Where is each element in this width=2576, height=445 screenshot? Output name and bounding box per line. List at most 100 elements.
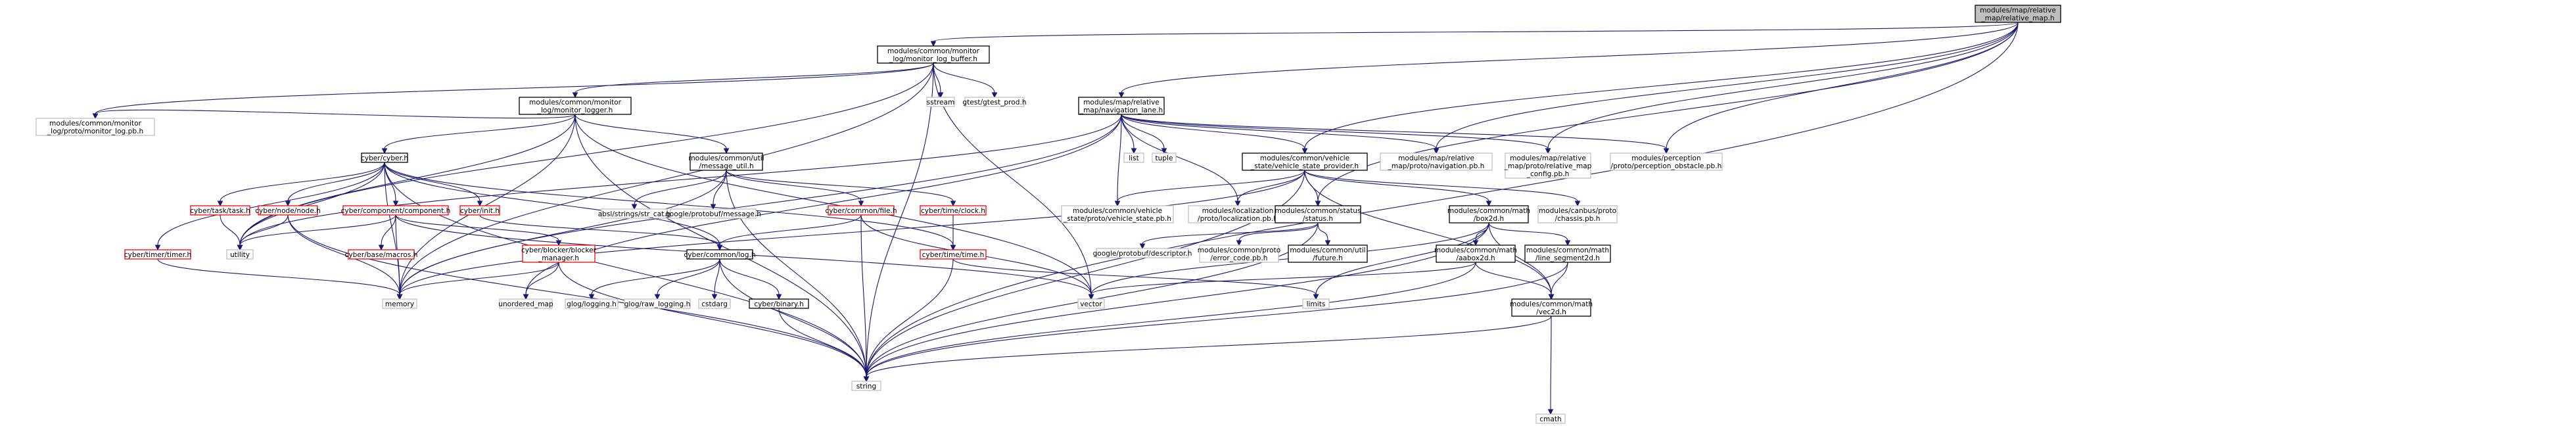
node-label: cyber/node/node.h	[255, 207, 321, 215]
edge-navigation_lane-to-relative_map_config_pb	[1121, 114, 1551, 154]
edge-message_util-to-str_cat	[631, 170, 727, 210]
edge-file_h-to-string	[860, 214, 870, 383]
edge-vehicle_state_provider-to-chassis_pb	[1304, 170, 1581, 207]
node-label: cyber/binary.h	[754, 300, 803, 308]
edge-navigation_lane-to-vehicle_state_provider	[1121, 114, 1308, 154]
node-label: sstream	[927, 99, 955, 106]
node-label: /chassis.pb.h	[1555, 215, 1601, 223]
node-perception_obstacle_pb: modules/perception/proto/perception_obst…	[1610, 152, 1723, 171]
node-label: google/protobuf/descriptor.h	[1093, 250, 1192, 258]
node-string: string	[851, 381, 881, 391]
node-vector: vector	[1077, 298, 1105, 309]
node-label: /proto/localization.pb.h	[1198, 215, 1278, 223]
edge-blocker_manager-to-string	[558, 262, 870, 383]
edge-vehicle_state_provider-to-vec2d	[1304, 170, 1555, 300]
node-label: /line_segment2d.h	[1535, 254, 1600, 262]
node-monitor_log_buffer[interactable]: modules/common/monitor_log/monitor_log_b…	[877, 45, 990, 64]
node-gtest_prod: gtest/gtest_prod.h	[962, 97, 1027, 107]
node-node_h[interactable]: cyber/node/node.h	[255, 205, 321, 216]
node-label: modules/common/proto	[1198, 246, 1280, 254]
edge-cyber_h-to-init_h	[384, 162, 483, 207]
node-box2d[interactable]: modules/common/math/box2d.h	[1447, 205, 1530, 223]
edge-status_h-to-error_code_pb	[1236, 222, 1319, 246]
node-label: tuple	[1155, 154, 1173, 162]
node-file_h[interactable]: cyber/common/file.h	[825, 205, 897, 216]
node-glog_logging: glog/logging.h	[565, 298, 619, 309]
edge-root-to-navigation_lane	[1118, 22, 2019, 99]
node-clock_h[interactable]: cyber/time/clock.h	[920, 205, 987, 216]
node-cyber_h[interactable]: cyber/cyber.h	[361, 152, 408, 163]
node-label: cyber/component/component.h	[341, 207, 451, 215]
edge-vec2d-to-string	[863, 316, 1552, 383]
node-component_h[interactable]: cyber/component/component.h	[341, 205, 451, 216]
node-label: cyber/cyber.h	[361, 154, 408, 162]
node-init_h[interactable]: cyber/init.h	[459, 205, 500, 216]
node-log_h[interactable]: cyber/common/log.h	[684, 249, 756, 260]
edge-blocker_manager-to-memory	[396, 262, 559, 300]
node-timer_h[interactable]: cyber/timer/timer.h	[124, 249, 192, 260]
edge-line_segment2d-to-vec2d	[1548, 262, 1568, 300]
edge-vehicle_state_provider-to-vehicle_state_pb	[1114, 170, 1305, 207]
node-vehicle_state_provider[interactable]: modules/common/vehicle_state/vehicle_sta…	[1242, 152, 1368, 171]
edge-navigation_lane-to-memory	[396, 114, 1122, 300]
node-label: cyber/common/file.h	[825, 207, 897, 215]
node-label: unordered_map	[498, 300, 553, 308]
node-monitor_logger[interactable]: modules/common/monitor_log/monitor_logge…	[519, 97, 632, 115]
node-label: modules/common/math	[1447, 207, 1530, 215]
edge-status_h-to-descriptor_h	[1139, 222, 1319, 250]
edge-binary_h-to-string	[778, 308, 870, 383]
edge-message_util-to-file_h	[726, 170, 864, 207]
node-label: _state/vehicle_state_provider.h	[1250, 162, 1359, 170]
node-chassis_pb: modules/canbus/proto/chassis.pb.h	[1537, 205, 1618, 223]
node-cmath: cmath	[1535, 413, 1566, 424]
node-localization_pb: modules/localization/proto/localization.…	[1188, 205, 1288, 223]
node-time_h[interactable]: cyber/time/time.h	[920, 249, 987, 260]
node-label: absl/strings/str_cat.h	[598, 210, 671, 218]
edge-line_segment2d-to-string	[863, 262, 1568, 383]
node-descriptor_h: google/protobuf/descriptor.h	[1093, 248, 1192, 258]
edge-blocker_manager-to-unordered_map	[523, 262, 559, 300]
node-vec2d[interactable]: modules/common/math/vec2d.h	[1510, 298, 1593, 317]
edge-monitor_log_buffer-to-monitor_logger	[572, 62, 934, 99]
edge-log_h-to-cstdarg	[711, 258, 720, 300]
node-label: /status.h	[1303, 215, 1333, 223]
node-label: _config.pb.h	[1526, 170, 1570, 178]
node-message_util[interactable]: modules/common/util/message_util.h	[688, 152, 764, 171]
node-label: _map/proto/relative_map	[1504, 162, 1592, 170]
edge-monitor_log_buffer-to-utility	[237, 62, 934, 251]
node-layer: modules/map/relative_map/relative_map.hm…	[35, 5, 2061, 424]
node-label: glog/raw_logging.h	[624, 300, 691, 308]
edge-root-to-navigation_pb	[1433, 22, 2019, 154]
node-label: /proto/perception_obstacle.pb.h	[1611, 162, 1722, 170]
edge-monitor_logger-to-monitor_log_pb	[92, 109, 576, 120]
edge-vehicle_state_provider-to-box2d	[1304, 170, 1492, 207]
node-root[interactable]: modules/map/relative_map/relative_map.h	[1975, 5, 2061, 23]
node-line_segment2d[interactable]: modules/common/math/line_segment2d.h	[1524, 245, 1611, 263]
node-binary_h[interactable]: cyber/binary.h	[749, 298, 809, 309]
edge-vehicle_state_provider-to-localization_pb	[1234, 170, 1305, 207]
node-future_h[interactable]: modules/common/util/future.h	[1288, 245, 1368, 263]
node-blocker_manager[interactable]: cyber/blocker/blocker_manager.h	[521, 245, 597, 263]
node-status_h[interactable]: modules/common/status/status.h	[1275, 205, 1361, 223]
node-label: cyber/init.h	[460, 207, 500, 215]
edge-message_util-to-string	[726, 170, 870, 383]
edge-monitor_log_buffer-to-monitor_log_pb	[92, 62, 934, 120]
node-task_h[interactable]: cyber/task/task.h	[190, 205, 250, 216]
edge-node_h-to-string	[287, 214, 870, 383]
edge-root-to-monitor_log_buffer	[930, 22, 2019, 47]
node-sstream: sstream	[926, 97, 955, 107]
node-label: modules/map/relative	[1398, 154, 1474, 162]
node-label: cyber/common/log.h	[684, 251, 755, 259]
node-str_cat: absl/strings/str_cat.h	[598, 208, 671, 219]
node-label: cyber/task/task.h	[190, 207, 250, 215]
edge-cyber_h-to-node_h	[285, 162, 385, 207]
node-macros_h[interactable]: cyber/base/macros.h	[345, 249, 418, 260]
node-aabox2d[interactable]: modules/common/math/aabox2d.h	[1434, 245, 1517, 263]
node-label: string	[856, 383, 876, 390]
node-monitor_log_pb: modules/common/monitor_log/proto/monitor…	[35, 118, 155, 136]
node-label: /vec2d.h	[1536, 308, 1566, 316]
node-label: cyber/blocker/blocker	[521, 246, 597, 254]
node-label: cyber/time/time.h	[922, 251, 985, 259]
node-navigation_lane[interactable]: modules/map/relative_map/navigation_lane…	[1078, 97, 1165, 115]
edge-monitor_logger-to-message_util	[574, 114, 730, 154]
